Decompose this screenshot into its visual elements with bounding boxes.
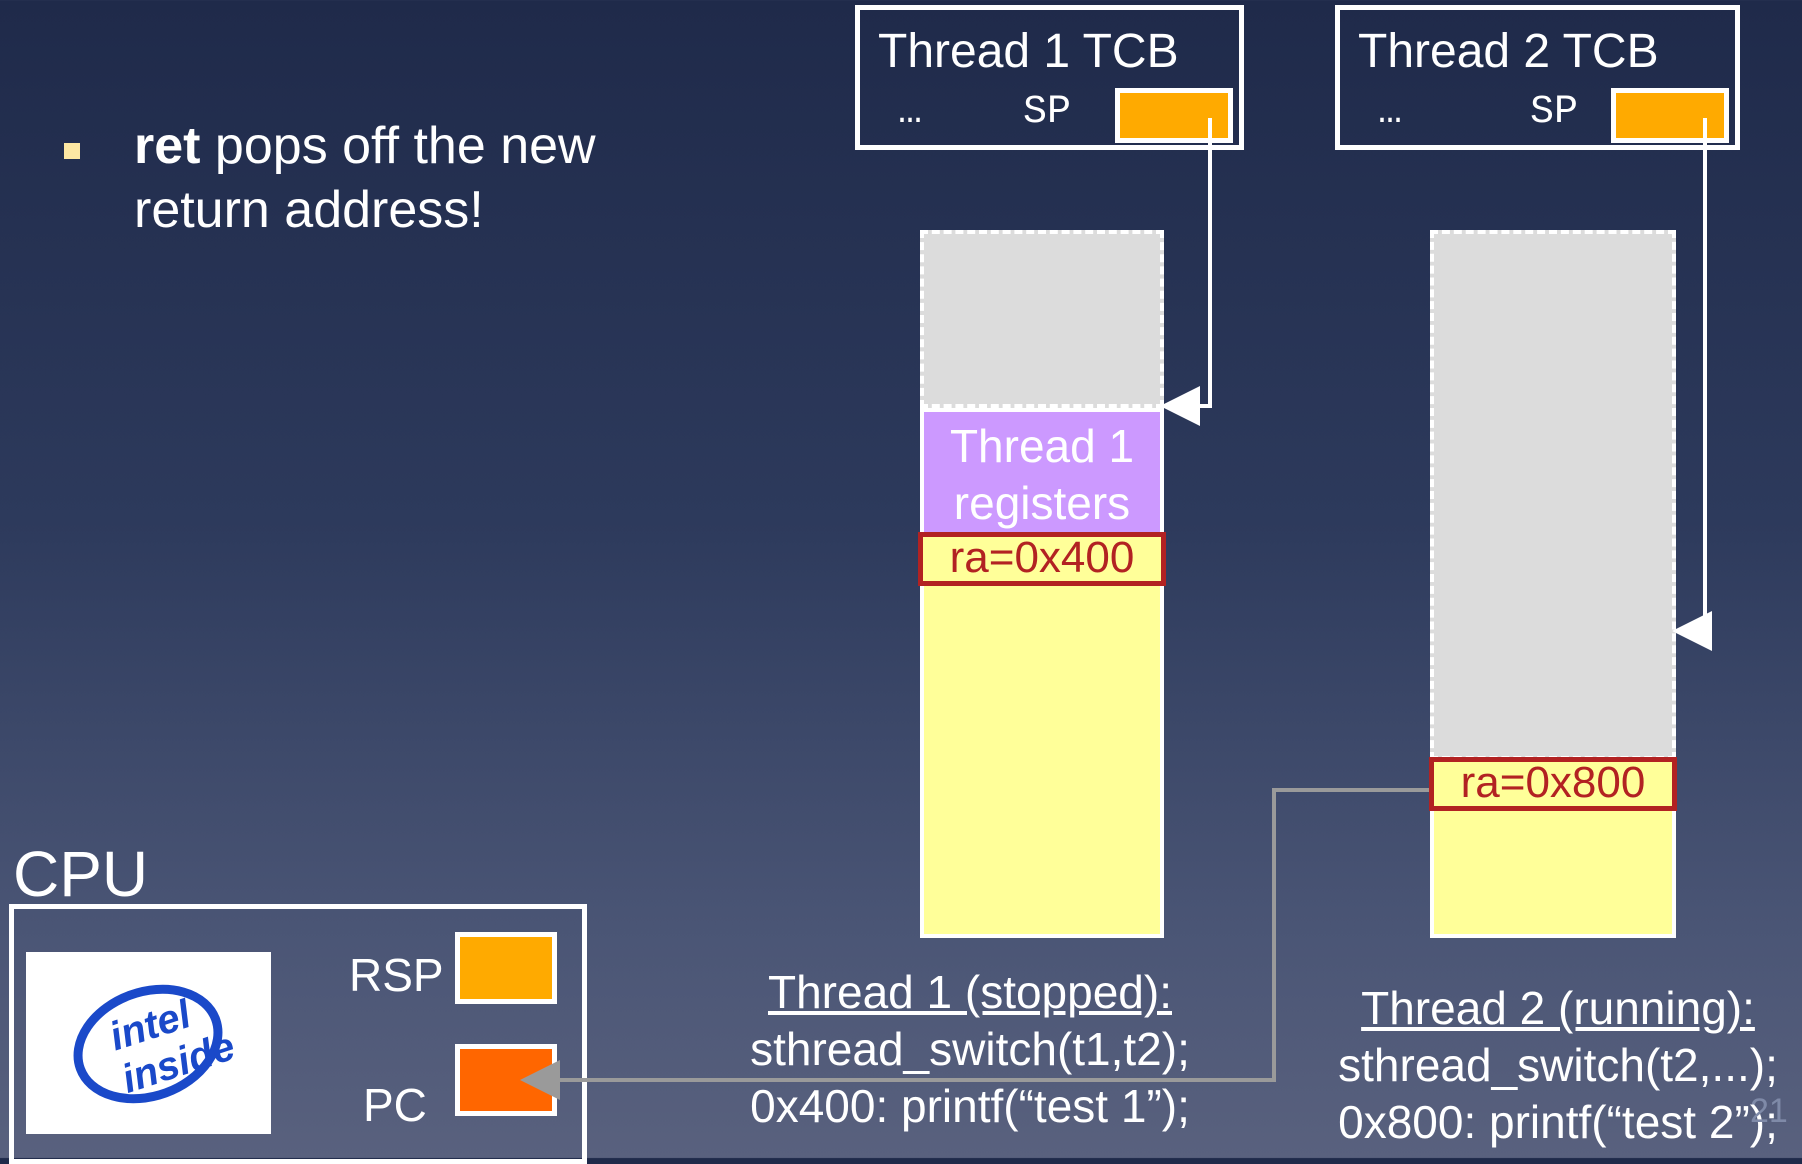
thread1-stack-free-area (920, 230, 1164, 408)
bullet-bold-word: ret (134, 117, 201, 175)
thread2-return-address: ra=0x800 (1429, 757, 1677, 811)
bullet-text: ret pops off the new return address! (134, 114, 694, 242)
thread1-sp-pointer-arrow (1160, 118, 1212, 426)
thread2-sp-pointer-arrow (1672, 118, 1712, 651)
rsp-label: RSP (349, 949, 444, 1001)
thread2-tcb-ellipsis: … (1378, 90, 1403, 135)
bullet-rest: pops off the new return address! (134, 117, 596, 239)
thread2-caption-heading: Thread 2 (running): (1361, 982, 1755, 1034)
bullet-marker (64, 143, 80, 159)
pc-label: PC (363, 1079, 427, 1131)
thread1-stack-body (920, 578, 1164, 938)
thread1-caption-line2: 0x400: printf(“test 1”); (750, 1080, 1190, 1132)
thread1-caption: Thread 1 (stopped): sthread_switch(t1,t2… (700, 964, 1240, 1135)
thread2-caption-line2: 0x800: printf(“test 2”); (1338, 1096, 1778, 1148)
thread2-tcb-sp-label: SP (1530, 90, 1579, 135)
thread1-return-address: ra=0x400 (918, 532, 1166, 586)
intel-logo-graphic: intel inside (73, 984, 240, 1104)
thread2-stack-body (1430, 806, 1676, 938)
thread1-tcb: Thread 1 TCB … SP (855, 5, 1244, 150)
rsp-register-box (455, 932, 557, 1004)
thread1-registers: Thread 1 registers (920, 408, 1164, 534)
thread1-caption-heading: Thread 1 (stopped): (767, 966, 1172, 1018)
cpu-label: CPU (13, 838, 149, 910)
thread1-registers-line1: Thread 1 (949, 420, 1135, 472)
thread2-tcb-title: Thread 2 TCB (1358, 25, 1659, 78)
thread2-caption-line1: sthread_switch(t2,...); (1338, 1039, 1778, 1091)
thread2-tcb: Thread 2 TCB … SP (1335, 5, 1740, 150)
thread2-caption: Thread 2 (running): sthread_switch(t2,..… (1318, 980, 1798, 1151)
thread2-sp-value-box (1611, 88, 1729, 143)
ra-to-pc-arrow (520, 788, 1429, 1100)
thread1-tcb-ellipsis: … (898, 90, 923, 135)
thread2-stack-free-area (1430, 230, 1676, 760)
thread1-caption-line1: sthread_switch(t1,t2); (750, 1023, 1190, 1075)
page-number: 21 (1750, 1092, 1788, 1130)
thread1-registers-line2: registers (953, 477, 1131, 529)
thread1-tcb-title: Thread 1 TCB (878, 25, 1179, 78)
thread1-tcb-sp-label: SP (1023, 90, 1072, 135)
intel-inside-logo: intel inside (26, 952, 271, 1134)
thread1-sp-value-box (1115, 88, 1233, 143)
